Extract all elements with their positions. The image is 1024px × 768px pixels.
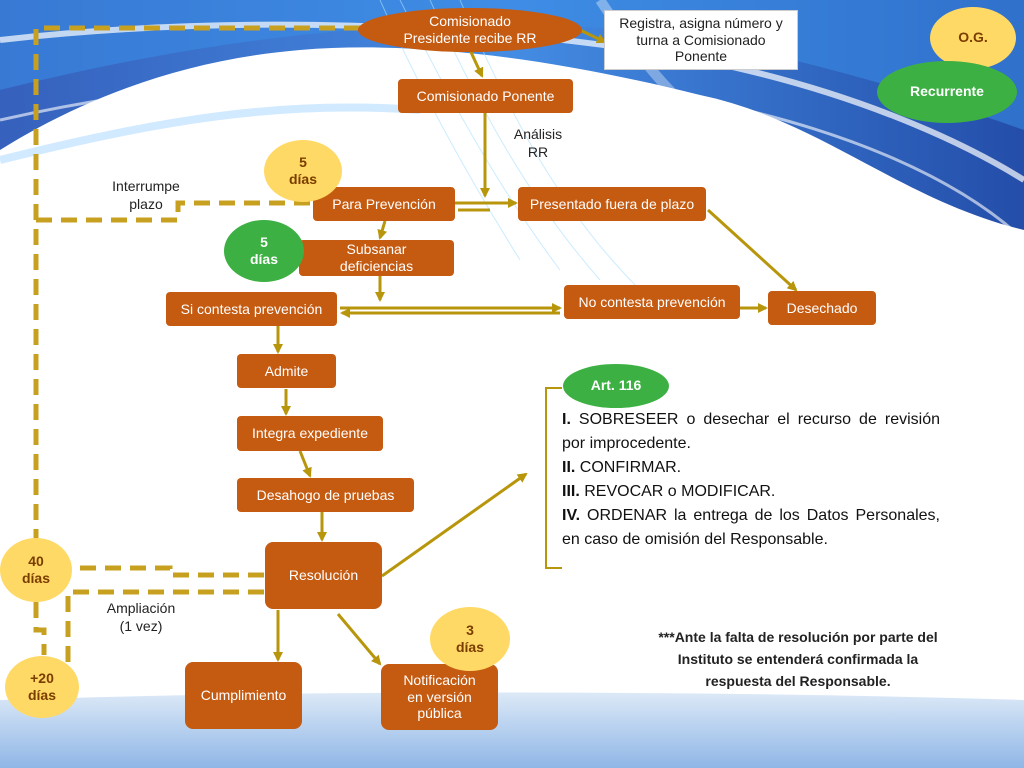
node-notificacion: Notificación en versión pública [381, 664, 498, 730]
badge-recurrente: Recurrente [877, 61, 1017, 123]
node-integra-expediente: Integra expediente [237, 416, 383, 451]
node-presidente-recibe: Comisionado Presidente recibe RR [358, 8, 582, 52]
art116-bracket [545, 387, 562, 569]
node-admite: Admite [237, 354, 336, 388]
dashed-lines [33, 25, 360, 665]
solid-arrows [273, 28, 798, 666]
node-desechado: Desechado [768, 291, 876, 325]
node-si-contesta: Si contesta prevención [166, 292, 337, 326]
art116-item: I. SOBRESEER o desechar el recurso de re… [562, 411, 940, 452]
badge-20-dias: +20 días [5, 656, 79, 718]
art116-item: IV. ORDENAR la entrega de los Datos Pers… [562, 507, 940, 548]
badge-5-dias-prevencion: 5 días [264, 140, 342, 202]
node-no-contesta: No contesta prevención [564, 285, 740, 319]
label-ampliacion: Ampliación (1 vez) [106, 600, 176, 634]
node-comisionado-ponente: Comisionado Ponente [398, 79, 573, 113]
badge-3-dias: 3 días [430, 607, 510, 671]
label-analisis-rr: Análisis RR [513, 126, 563, 160]
node-registra-asigna: Registra, asigna número y turna a Comisi… [604, 10, 798, 70]
node-subsanar-deficiencias: Subsanar deficiencias [299, 240, 454, 276]
art116-item: II. CONFIRMAR. [562, 459, 682, 476]
badge-og: O.G. [930, 7, 1016, 69]
art116-list: I. SOBRESEER o desechar el recurso de re… [562, 408, 940, 552]
badge-art-116: Art. 116 [563, 364, 669, 408]
node-resolucion: Resolución [265, 542, 382, 609]
art116-item: III. REVOCAR o MODIFICAR. [562, 483, 776, 500]
node-para-prevencion: Para Prevención [313, 187, 455, 221]
node-presentado-fuera-plazo: Presentado fuera de plazo [518, 187, 706, 221]
node-desahogo-pruebas: Desahogo de pruebas [237, 478, 414, 512]
badge-5-dias-subsanar: 5 días [224, 220, 304, 282]
footnote: ***Ante la falta de resolución por parte… [658, 629, 938, 689]
badge-40-dias: 40 días [0, 538, 72, 602]
node-cumplimiento: Cumplimiento [185, 662, 302, 729]
label-interrumpe-plazo: Interrumpe plazo [112, 178, 180, 212]
